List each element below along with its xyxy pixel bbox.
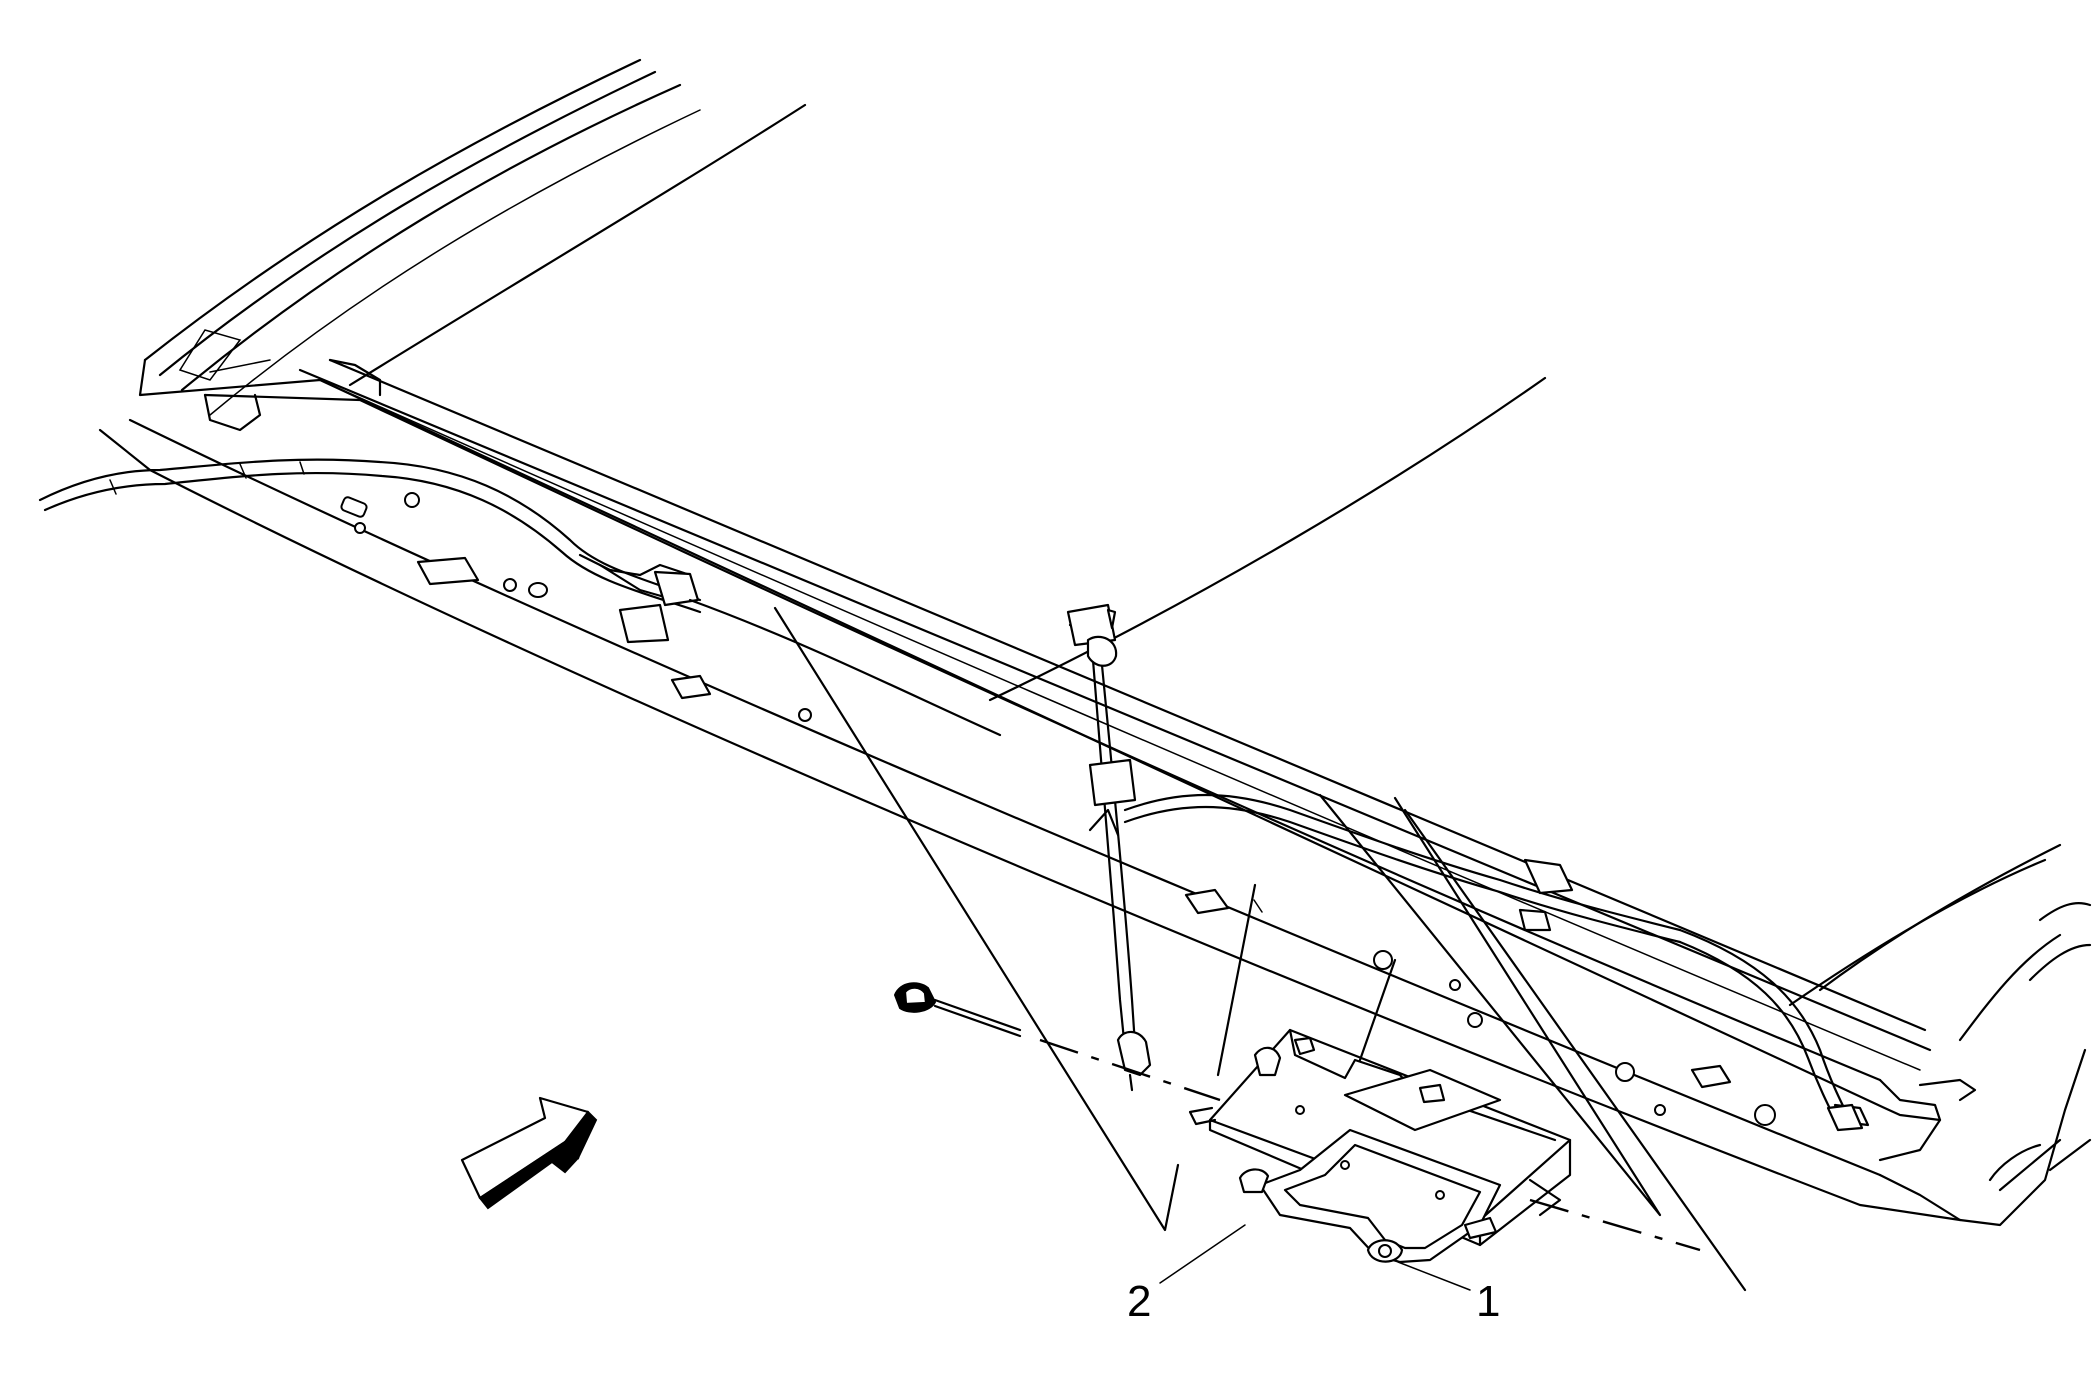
callout-label-1: 1 (1476, 1277, 1501, 1326)
bracket (1238, 1128, 1502, 1264)
roof-panel (143, 58, 2062, 1007)
wire-harness (38, 458, 1864, 1132)
callout-label-2: 2 (1127, 1277, 1152, 1326)
antenna-lead (1066, 603, 1152, 1092)
direction-arrow-icon (460, 1096, 598, 1210)
detail-lines (773, 606, 1747, 1292)
callout-leaders (1159, 1224, 1471, 1291)
fastener (893, 982, 1221, 1102)
